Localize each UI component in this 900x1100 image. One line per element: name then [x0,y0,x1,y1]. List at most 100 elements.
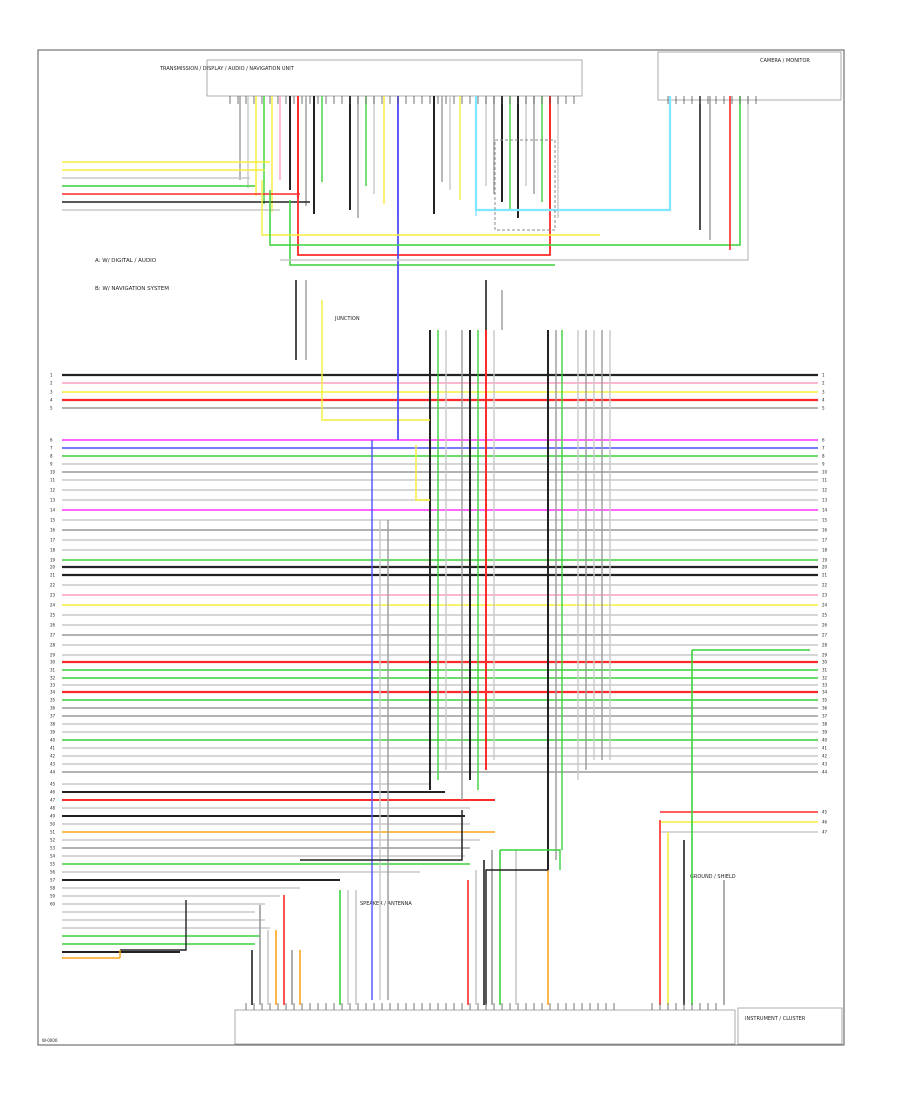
top-center-connector-block: TRANSMISSION / DISPLAY / AUDIO / NAVIGAT… [159,59,583,97]
row-number-right: 6 [822,438,825,443]
row-number-left: 10 [50,470,56,475]
row-number-right: 17 [822,538,828,543]
mid-callout-label: SPEAKER / ANTENNA [360,901,412,907]
row-number-right: 40 [822,738,828,743]
row-number-left: 16 [50,528,56,533]
row-number-left: 2 [50,381,53,386]
row-number-right: 7 [822,446,825,451]
row-number-left: 47 [50,798,56,803]
row-number-left: 31 [50,668,56,673]
row-number-left: 50 [50,822,56,827]
row-number-right: 19 [822,558,828,563]
row-number-left: 38 [50,722,56,727]
page-ref: W-0000 [42,1038,58,1043]
row-number-right: 41 [822,746,828,751]
row-number-right: 14 [822,508,828,513]
row-number-left: 32 [50,676,56,681]
row-number-left: 26 [50,623,56,628]
row-number-right: 32 [822,676,828,681]
row-number-right: 43 [822,762,828,767]
row-number-right: 3 [822,390,825,395]
row-number-right: 30 [822,660,828,665]
row-number-left: 14 [50,508,56,513]
row-number-right: 27 [822,633,828,638]
row-number-right: 11 [822,478,828,483]
row-number-right: 42 [822,754,828,759]
row-number-left: 55 [50,862,56,867]
vertical-wires [119,330,810,1005]
row-number-left: 45 [50,782,56,787]
row-number-left: 59 [50,894,56,899]
row-number-right: 8 [822,454,825,459]
top-center-label: TRANSMISSION / DISPLAY / AUDIO / NAVIGAT… [159,66,295,72]
row-number-left: 42 [50,754,56,759]
row-number-left: 21 [50,573,56,578]
row-number-right: 2 [822,381,825,386]
loop-wire [297,180,551,256]
row-number-right: 4 [822,398,825,403]
loop-wire [269,96,741,246]
row-number-left: 33 [50,683,56,688]
row-number-right: 13 [822,498,828,503]
branch-wire [300,810,463,861]
row-number-left: 60 [50,902,56,907]
row-number-left: 19 [50,558,56,563]
row-number-left: 15 [50,518,56,523]
row-number-left: 25 [50,613,56,618]
bottom-right-label: INSTRUMENT / CLUSTER [745,1016,806,1022]
row-number-right: 38 [822,722,828,727]
row-number-left: 49 [50,814,56,819]
branch-wire [120,900,187,951]
row-number-right: 37 [822,714,828,719]
loop-wire [261,180,600,236]
row-number-left: 4 [50,398,53,403]
row-number-left: 12 [50,488,56,493]
row-number-left: 6 [50,438,53,443]
row-number-left: 46 [50,790,56,795]
row-number-left: 5 [50,406,53,411]
row-number-right: 29 [822,653,828,658]
row-number-right: 28 [822,643,828,648]
row-number-right: 31 [822,668,828,673]
junction-box [494,139,556,231]
loop-wire [280,96,749,261]
row-number-right: 20 [822,565,828,570]
row-number-left: 56 [50,870,56,875]
row-number-left: 7 [50,446,53,451]
top-region-wires [62,96,749,501]
center-junction-label: JUNCTION [334,316,360,322]
note-b: B: W/ NAVIGATION SYSTEM [95,286,169,292]
row-number-left: 13 [50,498,56,503]
row-number-left: 34 [50,690,56,695]
row-number-left: 27 [50,633,56,638]
row-number-left: 37 [50,714,56,719]
loop-wire [289,200,555,266]
row-number-left: 30 [50,660,56,665]
row-number-left: 35 [50,698,56,703]
row-number-left: 40 [50,738,56,743]
row-number-left: 23 [50,593,56,598]
row-number-left: 28 [50,643,56,648]
row-number-left: 53 [50,846,56,851]
row-number-right: 36 [822,706,828,711]
row-number-right: 12 [822,488,828,493]
row-number-left: 18 [50,548,56,553]
row-number-right: 5 [822,406,825,411]
row-number-left: 11 [50,478,56,483]
bottom-right-block [737,1007,843,1045]
row-number-left: 3 [50,390,53,395]
row-number-left: 48 [50,806,56,811]
loop-wire [415,445,430,501]
branch-wire [485,869,548,1005]
row-number-left: 22 [50,583,56,588]
row-number-right: 44 [822,770,828,775]
right-small-label: GROUND / SHIELD [690,874,736,880]
row-number-right: 18 [822,548,828,553]
row-number-right: 25 [822,613,828,618]
row-number-right: 9 [822,462,825,467]
row-number-right: 45 [822,810,828,815]
row-number-right: 24 [822,603,828,608]
row-number-left: 41 [50,746,56,751]
note-a: A: W/ DIGITAL / AUDIO [95,258,157,264]
row-number-left: 20 [50,565,56,570]
